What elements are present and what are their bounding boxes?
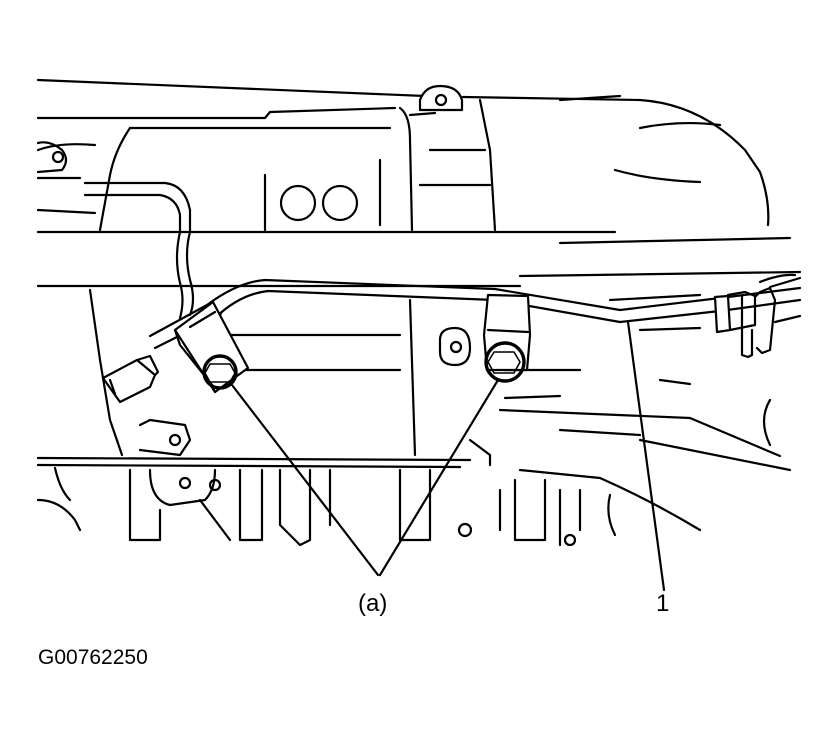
pipe-assembly xyxy=(148,278,802,350)
bolt-right xyxy=(484,341,526,383)
frame-member xyxy=(36,230,802,288)
leader-lines-a xyxy=(230,378,500,577)
clamp-bracket-left xyxy=(173,300,250,394)
bolt-left xyxy=(202,354,238,390)
mounting-tab-top xyxy=(418,84,464,112)
mounting-hole-lower-left xyxy=(138,418,192,457)
leader-line-1 xyxy=(626,320,666,592)
callout-label-a: (a) xyxy=(358,590,387,617)
oil-pan-ribs xyxy=(36,466,617,547)
figure-code: G00762250 xyxy=(38,646,148,669)
port-openings xyxy=(279,184,359,222)
mounting-ear-left xyxy=(36,141,68,174)
callout-label-1: 1 xyxy=(656,590,669,617)
wire-harness xyxy=(83,181,195,320)
transmission-upper-housing xyxy=(36,78,770,232)
mounting-hole-center xyxy=(438,326,472,367)
hose-connection-right xyxy=(713,273,802,359)
transmission-lower-housing xyxy=(36,288,792,532)
pipe-end-fitting xyxy=(101,354,160,404)
